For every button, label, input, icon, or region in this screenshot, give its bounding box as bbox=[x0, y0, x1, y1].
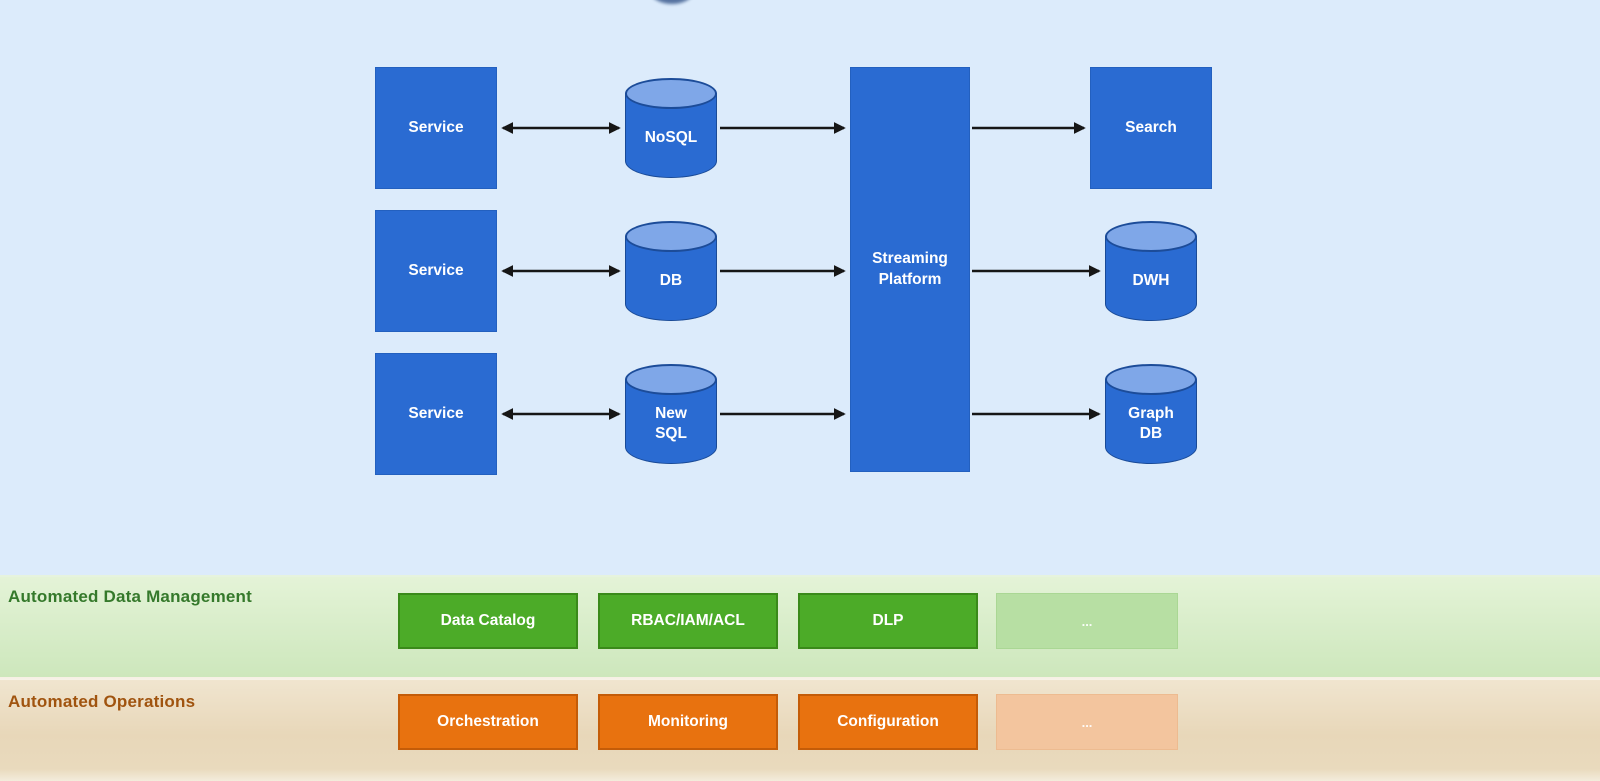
streaming-platform-box: Streaming Platform bbox=[850, 67, 970, 472]
cylinder-top bbox=[1105, 221, 1197, 252]
cylinder-top bbox=[625, 221, 717, 252]
streaming-platform-label: Streaming Platform bbox=[872, 250, 948, 288]
db-cylinder: DB bbox=[625, 221, 717, 321]
data-catalog-chip: Data Catalog bbox=[398, 593, 578, 649]
operations-more-chip: ... bbox=[996, 694, 1178, 750]
automated-operations-band: Automated Operations Orchestration Monit… bbox=[0, 677, 1600, 781]
service-box-3: Service bbox=[375, 353, 497, 475]
newsql-cylinder-label: New SQL bbox=[655, 404, 687, 442]
dwh-cylinder: DWH bbox=[1105, 221, 1197, 321]
nosql-cylinder: NoSQL bbox=[625, 78, 717, 178]
service-box-2: Service bbox=[375, 210, 497, 332]
service-box-1: Service bbox=[375, 67, 497, 189]
management-more-chip: ... bbox=[996, 593, 1178, 649]
management-band-title: Automated Data Management bbox=[8, 587, 252, 606]
monitoring-chip: Monitoring bbox=[598, 694, 778, 750]
graphdb-cylinder: Graph DB bbox=[1105, 364, 1197, 464]
search-box-label: Search bbox=[1125, 118, 1177, 136]
orchestration-chip: Orchestration bbox=[398, 694, 578, 750]
configuration-chip: Configuration bbox=[798, 694, 978, 750]
service-box-2-label: Service bbox=[408, 261, 464, 279]
service-box-1-label: Service bbox=[408, 118, 464, 136]
nosql-cylinder-label: NoSQL bbox=[644, 128, 698, 146]
dlp-chip: DLP bbox=[798, 593, 978, 649]
search-box: Search bbox=[1090, 67, 1212, 189]
newsql-cylinder: New SQL bbox=[625, 364, 717, 464]
cylinder-top bbox=[1105, 364, 1197, 395]
automated-data-management-band: Automated Data Management Data Catalog R… bbox=[0, 575, 1600, 677]
cylinder-top bbox=[625, 78, 717, 109]
db-cylinder-label: DB bbox=[659, 271, 683, 289]
cropped-top-shape bbox=[649, 0, 695, 4]
graphdb-cylinder-label: Graph DB bbox=[1128, 404, 1174, 442]
dwh-cylinder-label: DWH bbox=[1132, 271, 1170, 289]
rbac-iam-acl-chip: RBAC/IAM/ACL bbox=[598, 593, 778, 649]
service-box-3-label: Service bbox=[408, 404, 464, 422]
cylinder-top bbox=[625, 364, 717, 395]
operations-band-title: Automated Operations bbox=[8, 692, 196, 711]
